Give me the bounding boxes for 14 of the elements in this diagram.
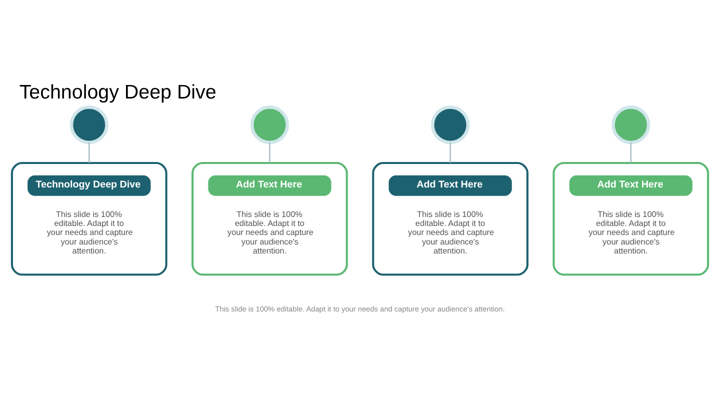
node-box: Add Text Here This slide is 100% editable. Adapt it to your needs and capture your audience's attention.: [192, 161, 348, 276]
connector: [88, 142, 90, 162]
node-box: Add Text Here This slide is 100% editable. Adapt it to your needs and capture your audience's attention.: [552, 161, 710, 276]
node-circle: [70, 105, 108, 144]
node-circle: [250, 105, 289, 144]
node-circle: [612, 105, 650, 144]
node-circle: [431, 105, 470, 144]
diagram-title: Technology Deep Dive: [19, 80, 216, 103]
node-box: Technology Deep Dive This slide is 100% editable. Adapt it to your needs and capture your audience's attention.: [10, 161, 168, 276]
connector: [630, 142, 632, 162]
connector: [269, 142, 270, 162]
connector: [450, 142, 451, 162]
label: This slide is 100% editable. Adapt it to your needs and capture your audience's attention.: [215, 304, 505, 314]
node-box: Add Text Here This slide is 100% editable. Adapt it to your needs and capture your audience's attention.: [372, 161, 528, 276]
